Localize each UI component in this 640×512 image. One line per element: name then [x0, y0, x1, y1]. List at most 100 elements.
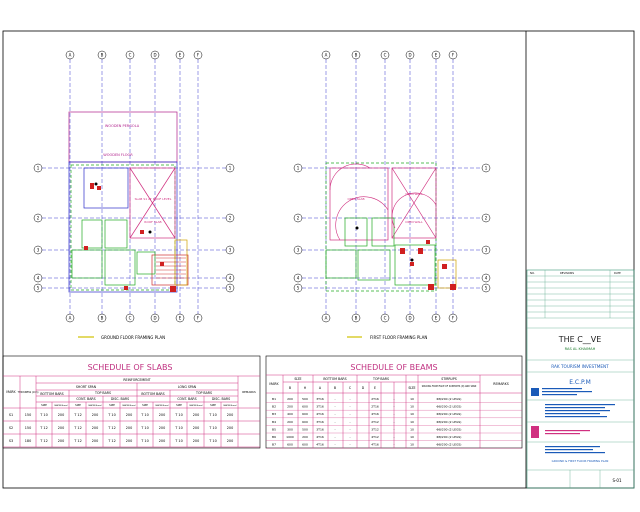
beam-bottom-header: BOTTOM BARS [323, 377, 346, 381]
grid-bubble-col [405, 50, 415, 60]
open-wall-label: OPEN WALL [405, 192, 423, 196]
grid-label-row: 1 [485, 166, 488, 171]
beam-cell: - [349, 443, 350, 447]
slab-cell: 200 [227, 413, 233, 417]
slab-size-subheader: SIZE [176, 403, 182, 407]
slab-size-subheader: SIZE [109, 403, 115, 407]
beam-cell: - [393, 443, 394, 447]
grid-label-col: D [153, 316, 156, 321]
beam-cell: 10 [410, 435, 414, 439]
grid-bubble-col [193, 313, 203, 323]
grid-label-row: 3 [485, 248, 488, 253]
beam-size-header: SIZE [294, 377, 301, 381]
beam-e-header: E [374, 386, 376, 390]
grid-bubble-row [481, 283, 491, 293]
grid-bubble-col [125, 50, 135, 60]
grid-label-row: 5 [229, 286, 232, 291]
title-block: NO. REVISIONS DATE THE C__VE RAS AL KHAI… [526, 269, 635, 489]
slab-spacing-subheader: SPACING(mm) [54, 404, 68, 407]
grid-bubble-col [97, 313, 107, 323]
grid-label-col: C [129, 316, 132, 321]
grid-label-row: 3 [229, 248, 232, 253]
grid-bubble-col [65, 50, 75, 60]
beam-cell: - [334, 443, 335, 447]
beam-cell: 600 [302, 443, 308, 447]
grid-label-row: 3 [37, 248, 40, 253]
beam-cell: Φ8/200 (2 LEGS) [437, 420, 462, 424]
grid-label-col: E [435, 316, 438, 321]
beam-cell: 3T16 [316, 397, 324, 401]
slab-spacing-subheader: SPACING(mm) [155, 404, 169, 407]
beam-cell: - [334, 420, 335, 424]
grid-bubble-row [293, 273, 303, 283]
beam-top-header: TOP BARS [372, 377, 389, 381]
grid-bubble-row [225, 273, 235, 283]
beam-cell: B1 [272, 397, 276, 401]
grid-label-col: C [384, 53, 387, 58]
beam-cell: 10 [410, 412, 414, 416]
grid-bubble-row [293, 245, 303, 255]
beam-cell: 3T16 [316, 405, 324, 409]
beam-cell: Φ8/200 (2 LEGS) [437, 397, 462, 401]
ground-plan-title: GROUND FLOOR FRAMING PLAN [101, 335, 165, 340]
grid-label-col: D [153, 53, 156, 58]
beam-cell: - [393, 397, 394, 401]
drawing-title: GROUND & FIRST FLOOR FRAMING PLAN [552, 459, 609, 463]
grid-label-col: C [384, 316, 387, 321]
beam-cell: 4T16 [316, 435, 324, 439]
grid-bubble-col [431, 50, 441, 60]
slab-cell: T 10 [174, 413, 182, 417]
grid-label-col: A [69, 316, 72, 321]
grid-bubble-col [321, 50, 331, 60]
beam-schedule: SCHEDULE OF BEAMS MARK SIZE BOTTOM BARS … [265, 355, 523, 449]
beam-cell: - [349, 435, 350, 439]
grid-label-row: 4 [229, 276, 232, 281]
grid-bubble-row [33, 273, 43, 283]
grid-label-col: A [69, 53, 72, 58]
floor-label: WOODEN FLOOR [103, 153, 133, 157]
grid-bubble-row [225, 245, 235, 255]
grid-label-col: F [197, 316, 200, 321]
grid-label-row: 1 [229, 166, 232, 171]
slab-cell: T 10 [208, 413, 216, 417]
grid-bubble-col [351, 313, 361, 323]
beam-cell: - [349, 412, 350, 416]
architect-logo [531, 426, 539, 438]
grid-bubble-row [293, 213, 303, 223]
slab-spacing-subheader: SPACING(mm) [88, 404, 102, 407]
beam-cell: 10 [410, 427, 414, 431]
beam-cell: - [334, 405, 335, 409]
beam-cell: 600 [302, 420, 308, 424]
grid-label-row: 4 [37, 276, 40, 281]
sheet-number: S-01 [612, 478, 622, 483]
slab-cell: 200 [227, 426, 233, 430]
beam-cell: 200 [302, 435, 308, 439]
grid-label-row: 1 [297, 166, 300, 171]
slab-cell: S1 [9, 413, 13, 417]
beam-c-header: C [349, 386, 352, 390]
slab-cell: S3 [9, 439, 13, 443]
beam-spacing-header: SPACING FROM FACE OF SUPPORTS (D) AND SP… [422, 385, 477, 388]
beam-cell: 1000 [286, 435, 294, 439]
beam-cell: 4T16 [316, 443, 324, 447]
grid-label-row: 5 [297, 286, 300, 291]
slab-cell: T 10 [208, 426, 216, 430]
grid-bubble-col [351, 50, 361, 60]
slab-cell: 200 [227, 439, 233, 443]
slab-cell: 200 [159, 426, 165, 430]
slab-top-header-2: TOP BARS [195, 391, 212, 395]
beam-cell: 600 [302, 405, 308, 409]
slab-cont-header: CONT. BARS [76, 397, 95, 401]
slab-cell: T 10 [140, 426, 148, 430]
grid-bubble-col [321, 313, 331, 323]
rev-no-header: NO. [530, 271, 535, 275]
beam-cell: B5 [272, 427, 276, 431]
slab-cell: 200 [159, 439, 165, 443]
grid-bubble-col [405, 313, 415, 323]
beam-mark-header: MARK [269, 382, 279, 386]
grid-label-col: B [101, 53, 104, 58]
slab-short-header: SHORT SPAN [76, 385, 97, 389]
grid-bubble-col [380, 50, 390, 60]
slab-cell: T 12 [107, 426, 115, 430]
